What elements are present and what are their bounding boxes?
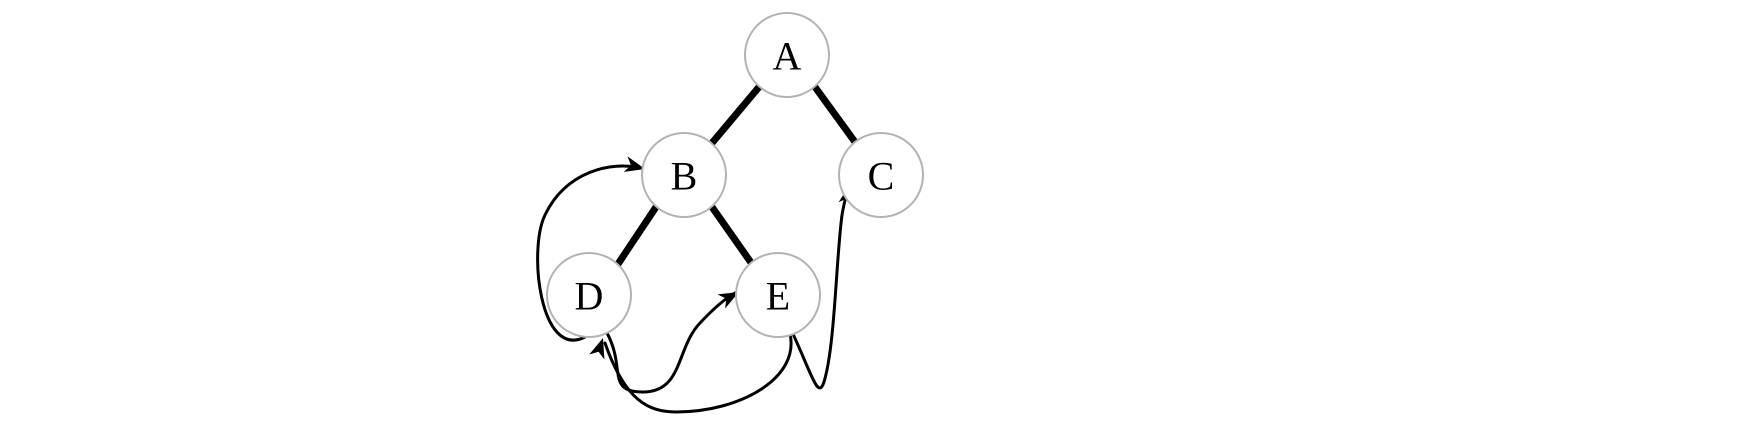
edge-e-to-d (603, 332, 793, 414)
edge-a-b (708, 83, 763, 147)
arrow-to-E (717, 292, 739, 309)
curve-edges-group (536, 156, 855, 414)
node-circle-e[interactable] (735, 252, 821, 338)
arrow-to-D (589, 338, 605, 360)
node-label-a: A (773, 34, 802, 79)
node-circle-b[interactable] (641, 132, 727, 218)
node-circle-a[interactable] (744, 12, 830, 98)
edge-b-d (614, 203, 660, 268)
nodes-group: A B C D E (546, 12, 924, 338)
arrow-to-B (623, 156, 645, 172)
node-label-d: D (575, 274, 604, 319)
node-label-e: E (766, 274, 790, 319)
edge-b-e (708, 203, 756, 268)
node-label-c: C (868, 154, 895, 199)
edge-e-to-c (791, 186, 851, 390)
node-d[interactable]: D (546, 252, 632, 338)
edge-a-c (811, 83, 859, 146)
node-e[interactable]: E (735, 252, 821, 338)
node-circle-c[interactable] (838, 132, 924, 218)
node-label-b: B (671, 154, 698, 199)
node-c[interactable]: C (838, 132, 924, 218)
node-a[interactable]: A (744, 12, 830, 98)
node-b[interactable]: B (641, 132, 727, 218)
tree-edges-group (614, 83, 859, 268)
edge-d-to-b (536, 164, 642, 342)
node-circle-d[interactable] (546, 252, 632, 338)
